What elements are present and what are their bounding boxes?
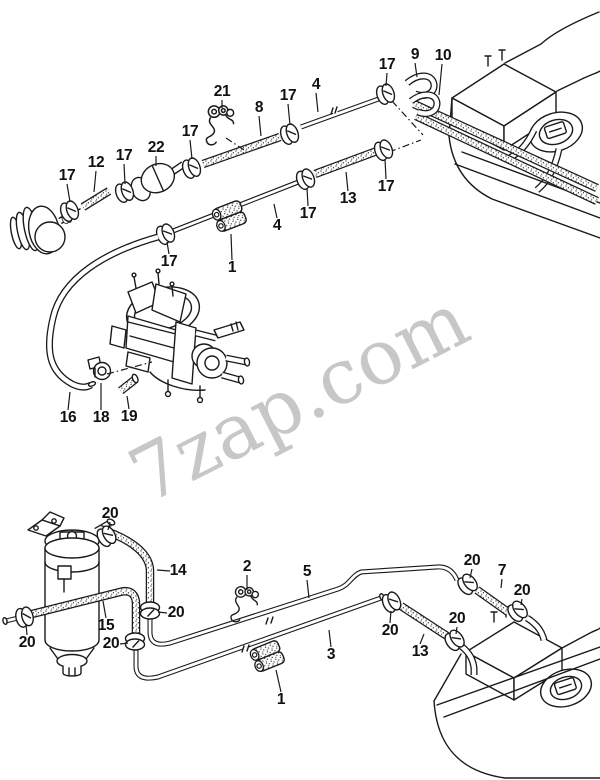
pipe-4-upper [300,94,385,130]
part-label-13-32[interactable]: 13 [411,643,429,660]
fuel-pipes-at-tank-top [412,100,599,205]
part-label-16-18[interactable]: 16 [59,409,77,426]
part-label-14-22[interactable]: 14 [169,562,187,579]
part-label-17-16[interactable]: 17 [160,253,178,270]
part-label-2-27[interactable]: 2 [242,558,252,575]
pipe-5 [147,564,460,647]
part-label-20-23[interactable]: 20 [167,604,185,621]
part-label-5-28[interactable]: 5 [302,563,312,580]
part-label-17-12[interactable]: 17 [377,178,395,195]
hose-13-bottom [398,602,478,675]
part-label-4-8[interactable]: 4 [311,76,321,93]
part-label-3-29[interactable]: 3 [326,646,336,663]
part-label-15-24[interactable]: 15 [97,617,115,634]
part-label-17-9[interactable]: 17 [378,56,396,73]
part-label-22-3[interactable]: 22 [147,139,165,156]
part-label-7-34[interactable]: 7 [497,562,507,579]
part-label-9-10[interactable]: 9 [410,46,420,63]
hose-16 [45,233,159,391]
connection-dash-line [388,139,422,153]
part-label-17-14[interactable]: 17 [299,205,317,222]
fuel-pump-unit [9,205,81,255]
part-label-17-4[interactable]: 17 [181,123,199,140]
fuel-tank-bottom [433,606,600,779]
leader-lines [25,62,523,693]
part-label-21-5[interactable]: 21 [213,83,231,100]
hose-8 [201,132,282,169]
clip-18 [87,356,112,381]
part-label-18-19[interactable]: 18 [92,409,110,426]
part-label-10-11[interactable]: 10 [434,47,452,64]
hose-13-top [313,147,379,178]
carburetor [109,268,251,404]
part-label-1-17[interactable]: 1 [227,259,237,276]
hose-12 [80,187,112,211]
inline-filter-22 [130,161,185,202]
hose-10 [408,91,441,118]
part-label-20-31[interactable]: 20 [381,622,399,639]
part-label-20-21[interactable]: 20 [101,505,119,522]
part-label-20-36[interactable]: 20 [448,610,466,627]
part-label-8-6[interactable]: 8 [254,99,264,116]
part-label-20-33[interactable]: 20 [463,552,481,569]
pipe-3 [133,593,385,681]
fuel-tank-top [448,11,600,239]
part-label-4-15[interactable]: 4 [272,217,282,234]
part-label-12-1[interactable]: 12 [87,154,105,171]
part-label-17-7[interactable]: 17 [279,87,297,104]
part-label-19-20[interactable]: 19 [120,408,138,425]
connection-dash-line [225,137,245,151]
hose-7 [474,586,548,641]
spacer-19 [118,373,139,395]
part-label-20-35[interactable]: 20 [513,582,531,599]
part-label-13-13[interactable]: 13 [339,190,357,207]
part-label-20-25[interactable]: 20 [18,634,36,651]
part-label-1-30[interactable]: 1 [276,691,286,708]
part-label-17-2[interactable]: 17 [115,147,133,164]
part-label-17-0[interactable]: 17 [58,167,76,184]
part-label-20-26[interactable]: 20 [102,635,120,652]
